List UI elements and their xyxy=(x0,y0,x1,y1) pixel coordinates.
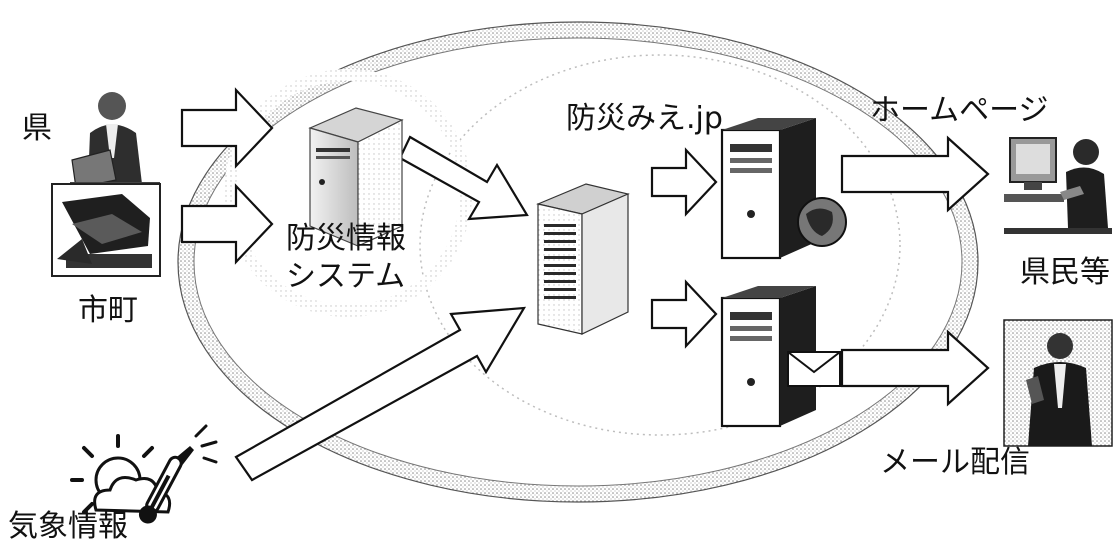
label-disaster-system-line1: 防災情報 xyxy=(286,221,406,256)
system-boundary-ellipse xyxy=(177,21,979,503)
inner-halo xyxy=(419,54,901,436)
person-phone-laptop-icon xyxy=(70,92,160,189)
label-mail-delivery: メール配信 xyxy=(880,445,1030,480)
woman-at-computer-icon xyxy=(1004,137,1112,234)
label-prefecture: 県 xyxy=(22,111,52,146)
weather-sun-cloud-thermometer-icon xyxy=(70,424,218,524)
arrow-web-to-residents xyxy=(840,135,990,213)
mail-server-envelope-icon xyxy=(720,286,841,428)
label-municipality: 市町 xyxy=(78,293,138,328)
tower-server-icon xyxy=(308,107,404,247)
label-weather-info: 気象情報 xyxy=(8,509,128,544)
businessman-phone-icon xyxy=(1003,319,1113,447)
arrow-central-to-mail xyxy=(650,279,718,349)
label-disaster-system-line2: システム xyxy=(286,259,405,294)
arrow-municipality-to-system xyxy=(180,183,274,265)
arrow-central-to-web xyxy=(650,147,718,217)
label-homepage: ホームページ xyxy=(870,93,1049,128)
web-server-globe-icon xyxy=(720,118,847,260)
hands-typing-icon xyxy=(51,183,161,277)
label-site-name: 防災みえ.jp xyxy=(566,101,723,136)
arrow-prefecture-to-system xyxy=(180,87,274,169)
arrow-mail-to-residents xyxy=(840,329,990,407)
arrow-weather-to-central xyxy=(234,306,527,482)
rack-server-icon xyxy=(536,183,630,335)
arrow-system-to-central xyxy=(398,135,529,221)
label-residents: 県民等 xyxy=(1020,255,1110,290)
